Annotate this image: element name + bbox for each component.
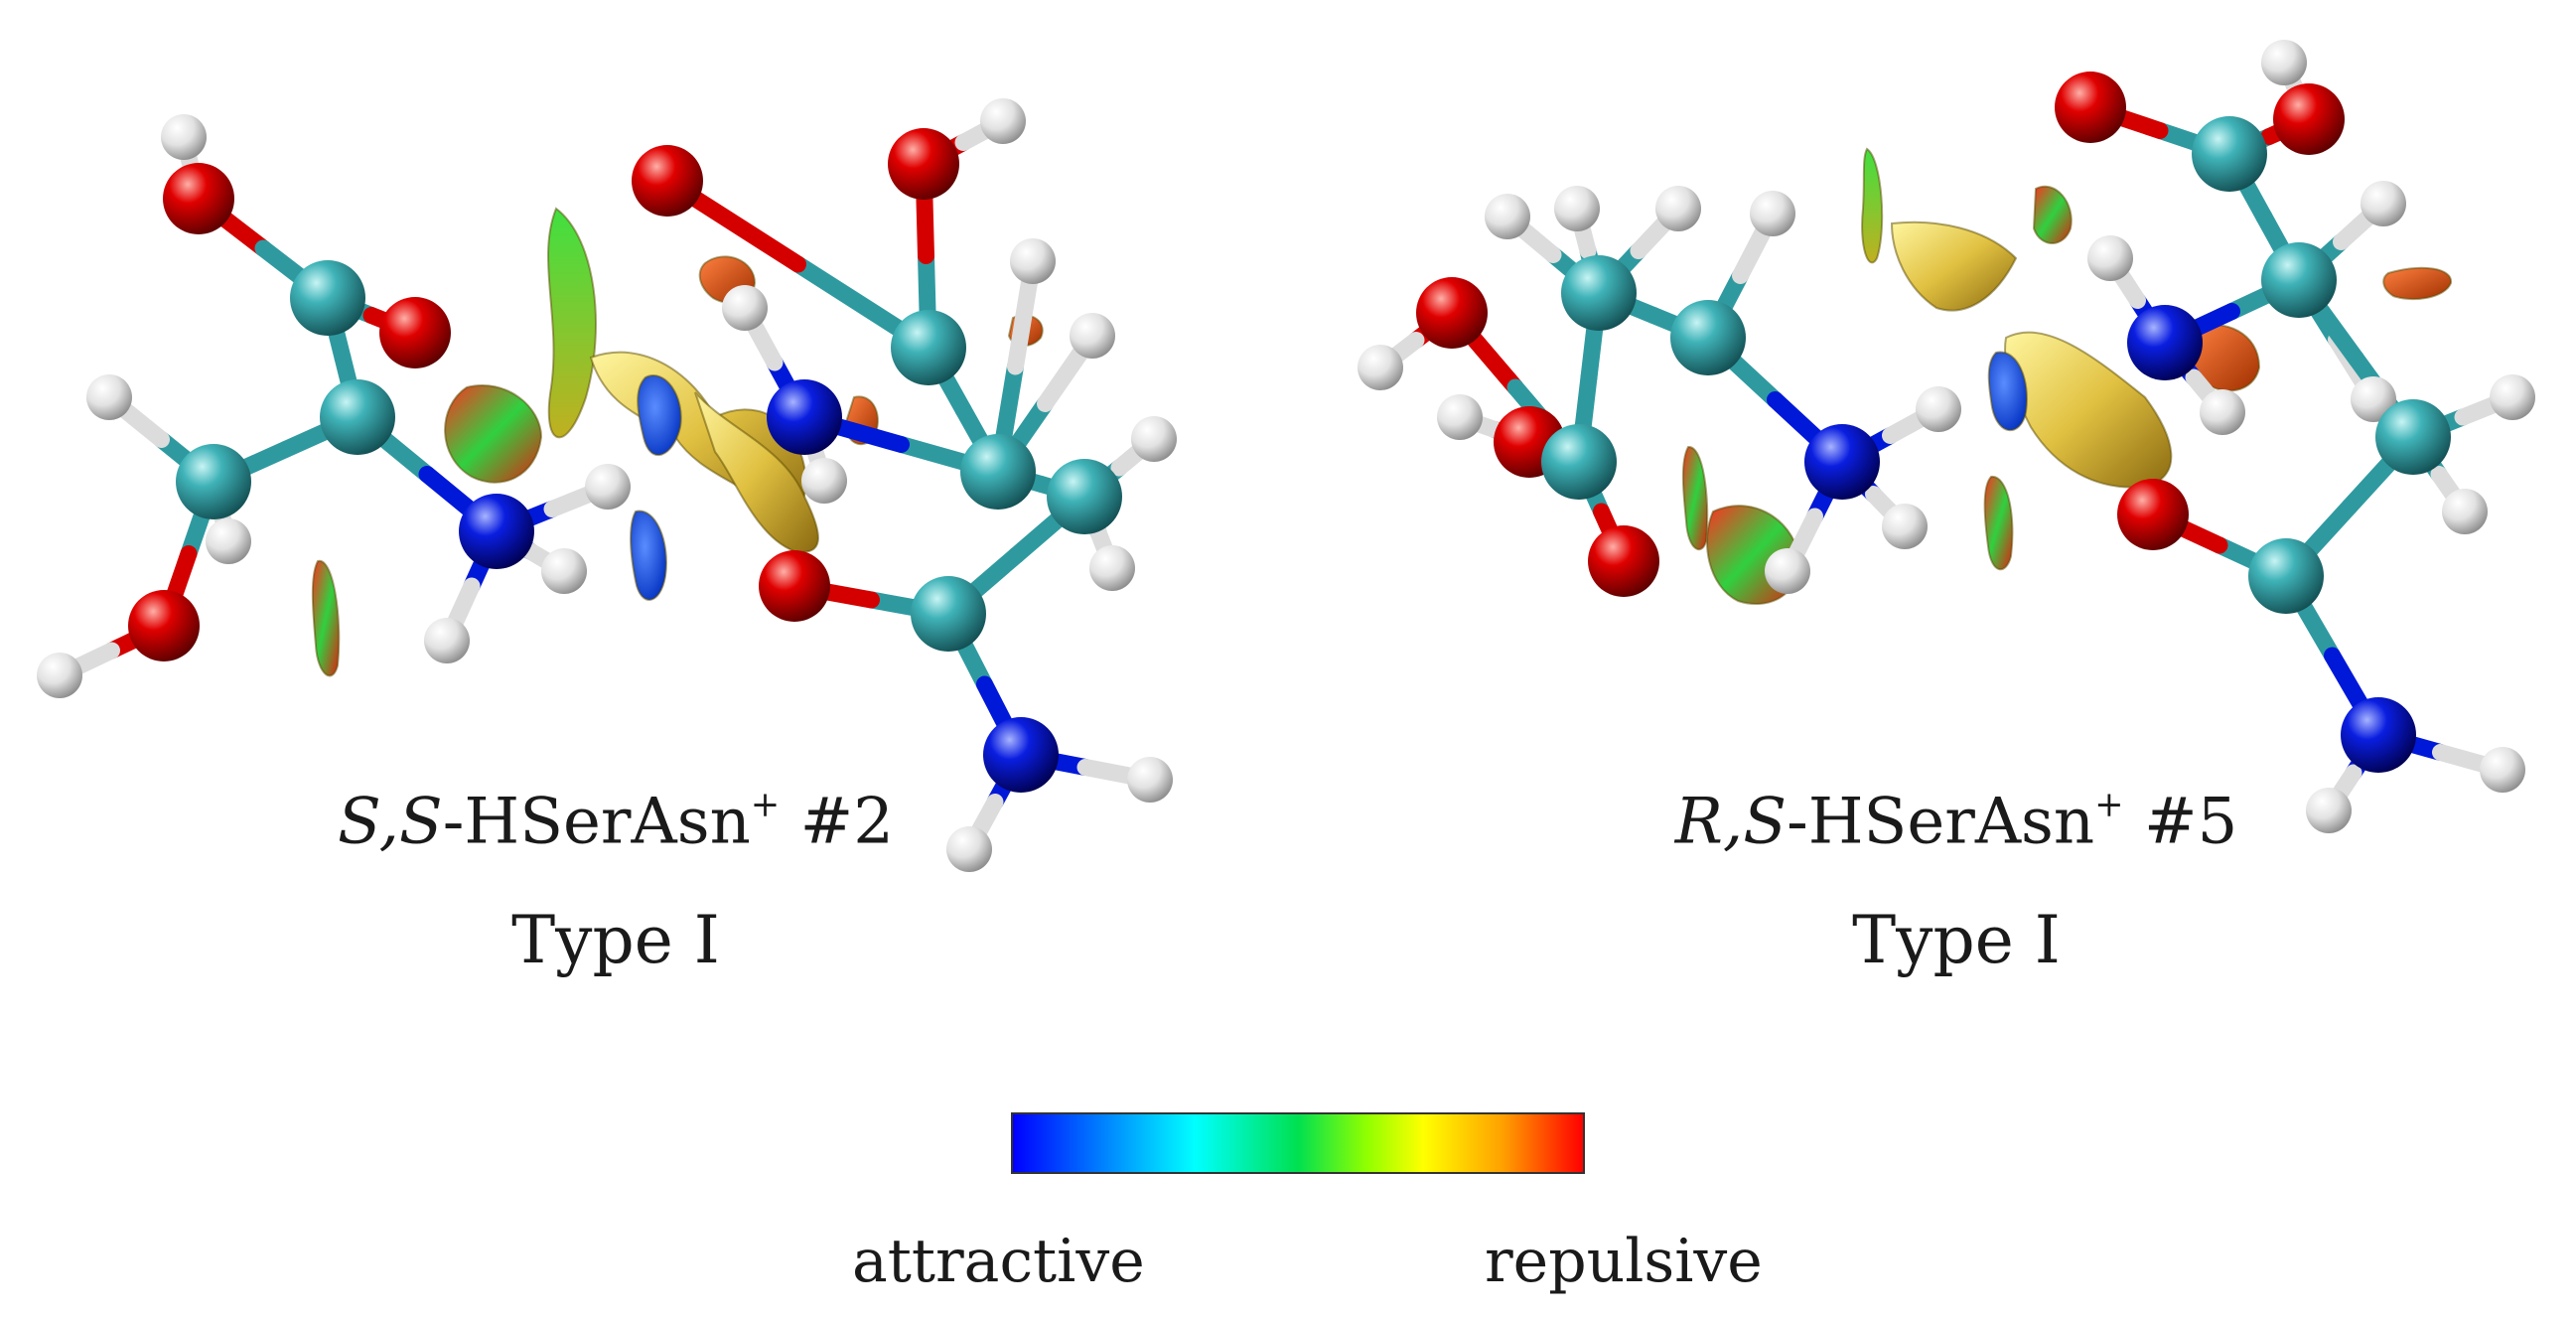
left-hydrogen-atom — [541, 548, 587, 594]
right-stereo-prefix: R,S — [1674, 785, 1788, 859]
right-hydrogen-atom — [2351, 376, 2396, 422]
right-hydrogen-atom — [1655, 186, 1701, 231]
left-nci-surface — [694, 391, 819, 553]
left-panel-title: S,S-HSerAsn+ #2 — [268, 785, 963, 858]
right-carbon-atom — [1561, 255, 1637, 331]
left-hydrogen-atom — [86, 374, 132, 420]
right-conformer-number: #5 — [2143, 785, 2238, 859]
right-nci-surface — [1861, 147, 1884, 264]
left-oxygen-atom — [163, 163, 234, 234]
right-hydrogen-atom — [1485, 194, 1530, 239]
right-hydrogen-atom — [2261, 40, 2307, 85]
left-hydrogen-atom — [585, 464, 631, 510]
right-hydrogen-atom — [2480, 747, 2525, 793]
right-carbon-atom — [2248, 538, 2324, 614]
left-stereo-prefix: S,S — [338, 785, 443, 859]
right-panel-type: Type I — [1852, 902, 2061, 978]
right-hydrogen-atom — [1765, 548, 1810, 594]
left-nitrogen-atom — [459, 494, 534, 569]
right-oxygen-atom — [2117, 479, 2189, 550]
right-nci-surface — [2032, 185, 2073, 244]
left-nci-surface — [637, 374, 682, 457]
left-panel-type: Type I — [511, 902, 720, 978]
attractive-label: attractive — [852, 1227, 1145, 1296]
right-hydrogen-atom — [2087, 235, 2133, 281]
left-hydrogen-atom — [161, 114, 207, 160]
left-carbon-atom — [290, 260, 365, 336]
left-nci-surface — [311, 559, 341, 677]
right-compound-name: -HSerAsn — [1787, 785, 2095, 859]
left-oxygen-atom — [888, 128, 959, 200]
left-hydrogen-atom — [722, 285, 768, 331]
left-oxygen-atom — [379, 297, 451, 368]
left-nci-surface — [630, 510, 667, 601]
left-hydrogen-atom — [206, 518, 251, 564]
right-hydrogen-atom — [1882, 504, 1928, 549]
right-carbon-atom — [1541, 424, 1617, 500]
left-hydrogen-atom — [1070, 313, 1115, 359]
right-charge: + — [2094, 785, 2124, 825]
left-hydrogen-atom — [801, 458, 847, 504]
left-hydrogen-atom — [946, 826, 992, 872]
right-nitrogen-atom — [1804, 424, 1880, 500]
right-nci-surface — [1983, 476, 2014, 571]
right-carbon-atom — [2375, 399, 2451, 475]
right-oxygen-atom — [2273, 83, 2345, 155]
left-carbon-atom — [1047, 459, 1122, 534]
left-nitrogen-atom — [983, 717, 1059, 793]
right-carbon-atom — [1670, 300, 1746, 375]
right-hydrogen-atom — [1358, 345, 1403, 390]
right-nci-surface — [1890, 220, 2018, 312]
left-carbon-atom — [911, 576, 986, 652]
right-hydrogen-atom — [1750, 191, 1795, 236]
right-carbon-atom — [2192, 116, 2267, 192]
right-nci-surface — [1987, 351, 2028, 432]
right-nci-surface — [2382, 266, 2453, 301]
left-hydrogen-atom — [1127, 757, 1173, 803]
right-hydrogen-atom — [2490, 374, 2535, 420]
left-nitrogen-atom — [767, 379, 842, 455]
right-carbon-atom — [2261, 242, 2337, 318]
right-hydrogen-atom — [2306, 788, 2352, 833]
right-oxygen-atom — [2055, 72, 2126, 143]
repulsive-label: repulsive — [1485, 1227, 1763, 1296]
left-nci-surface — [444, 384, 543, 484]
left-carbon-atom — [320, 379, 395, 455]
right-nitrogen-atom — [2341, 697, 2416, 773]
right-oxygen-atom — [1416, 277, 1488, 349]
left-charge: + — [750, 785, 781, 825]
right-hydrogen-atom — [2200, 389, 2245, 435]
left-hydrogen-atom — [37, 653, 82, 698]
color-scale-bar — [1011, 1112, 1585, 1174]
left-hydrogen-atom — [424, 618, 470, 663]
left-hydrogen-atom — [1089, 545, 1135, 591]
right-oxygen-atom — [1588, 525, 1659, 597]
right-molecule — [1358, 40, 2535, 833]
right-hydrogen-atom — [1554, 186, 1600, 231]
left-hydrogen-atom — [1131, 416, 1177, 462]
left-carbon-atom — [891, 310, 966, 385]
left-nci-surface — [547, 207, 597, 439]
right-panel-title: R,S-HSerAsn+ #5 — [1609, 785, 2304, 858]
left-carbon-atom — [176, 444, 251, 519]
right-hydrogen-atom — [2442, 489, 2488, 534]
right-hydrogen-atom — [1916, 386, 1961, 432]
left-oxygen-atom — [759, 550, 830, 622]
left-oxygen-atom — [128, 590, 200, 661]
right-nitrogen-atom — [2127, 305, 2203, 380]
left-compound-name: -HSerAsn — [442, 785, 751, 859]
left-oxygen-atom — [632, 145, 703, 217]
right-nci-surface — [1681, 446, 1709, 551]
left-conformer-number: #2 — [799, 785, 894, 859]
right-hydrogen-atom — [2361, 181, 2406, 226]
left-carbon-atom — [960, 434, 1036, 510]
left-molecule — [37, 98, 1177, 872]
right-hydrogen-atom — [1437, 394, 1483, 440]
left-hydrogen-atom — [980, 98, 1026, 144]
left-hydrogen-atom — [1010, 238, 1056, 284]
